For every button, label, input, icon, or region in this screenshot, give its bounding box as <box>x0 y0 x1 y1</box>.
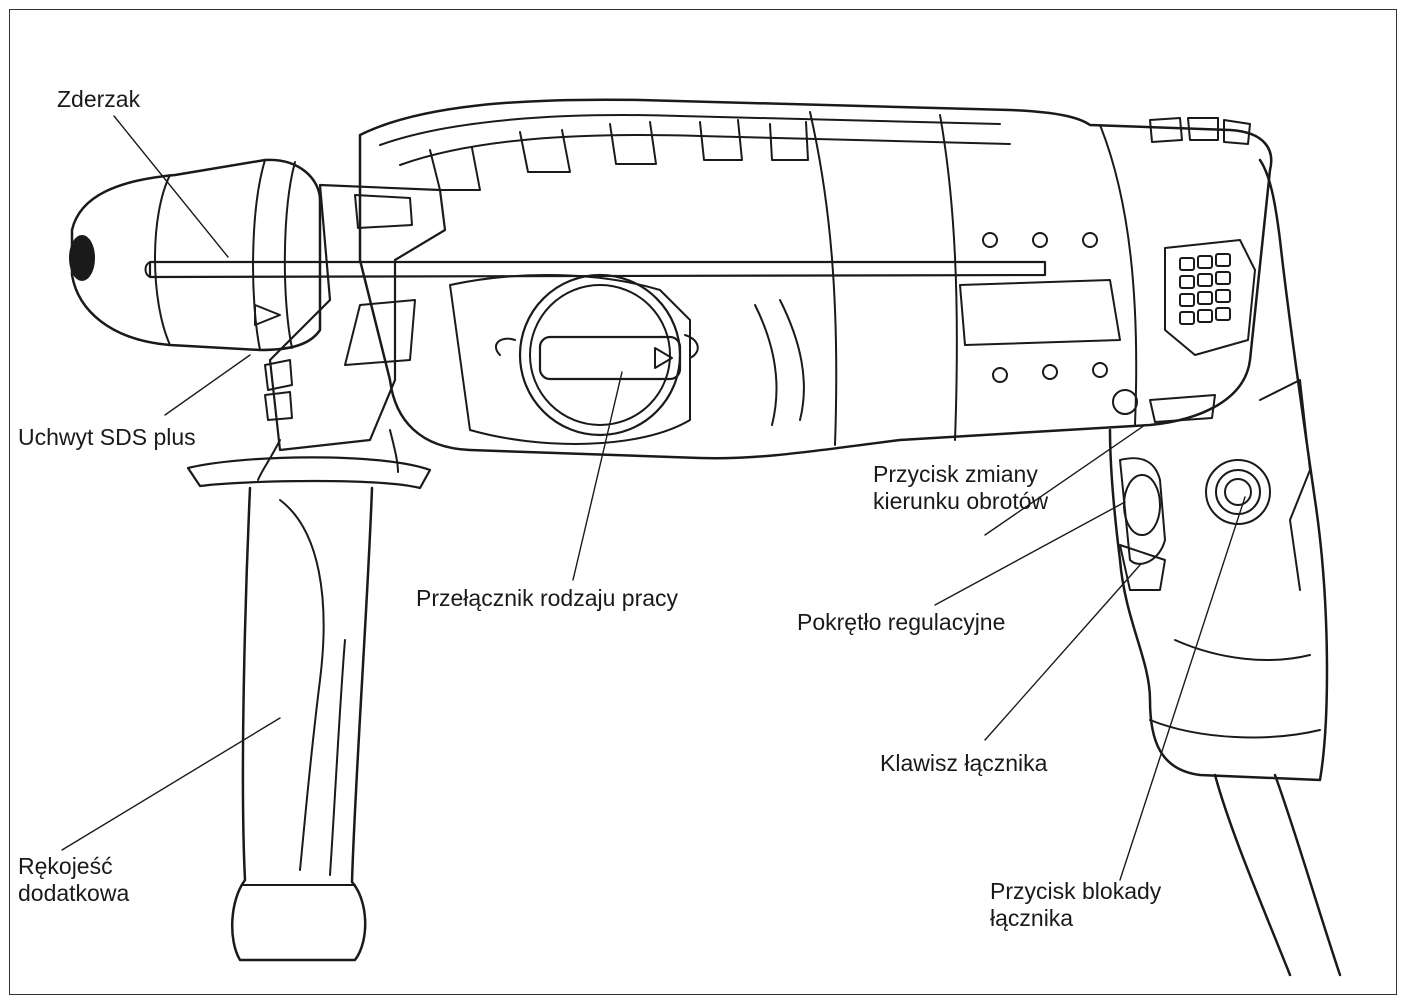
rear-grip <box>1108 158 1342 977</box>
diagram-frame <box>9 9 1397 995</box>
motor-housing <box>358 98 1273 460</box>
leader-rekojesc <box>61 717 281 851</box>
leader-przycisk-zmiany <box>984 424 1146 536</box>
label-przycisk-zmiany-kierunku: Przycisk zmiany kierunku obrotów <box>873 461 1049 514</box>
leader-klawisz <box>984 564 1141 741</box>
leader-przelacznik <box>572 371 623 581</box>
depth-stop-rod <box>144 260 1047 279</box>
label-przycisk-blokady-lacznika: Przycisk blokady łącznika <box>990 878 1162 931</box>
sds-chuck <box>69 158 322 352</box>
label-zderzak: Zderzak <box>57 86 141 112</box>
label-przelacznik-rodzaju-pracy: Przełącznik rodzaju pracy <box>416 585 679 611</box>
label-klawisz-lacznika: Klawisz łącznika <box>880 750 1048 776</box>
leader-uchwyt <box>164 354 251 416</box>
leader-zderzak <box>113 115 229 258</box>
leader-lines <box>61 115 1246 881</box>
label-pokretlo-regulacyjne: Pokrętło regulacyjne <box>797 609 1006 635</box>
leader-blokada <box>1119 496 1246 881</box>
mode-selector-dial <box>449 273 699 445</box>
label-uchwyt-sds-plus: Uchwyt SDS plus <box>18 424 196 450</box>
auxiliary-handle <box>186 429 432 962</box>
leader-pokretlo <box>934 501 1126 606</box>
handle-clamp <box>264 183 447 452</box>
label-rekojesc-dodatkowa: Rękojeść dodatkowa <box>18 853 130 906</box>
